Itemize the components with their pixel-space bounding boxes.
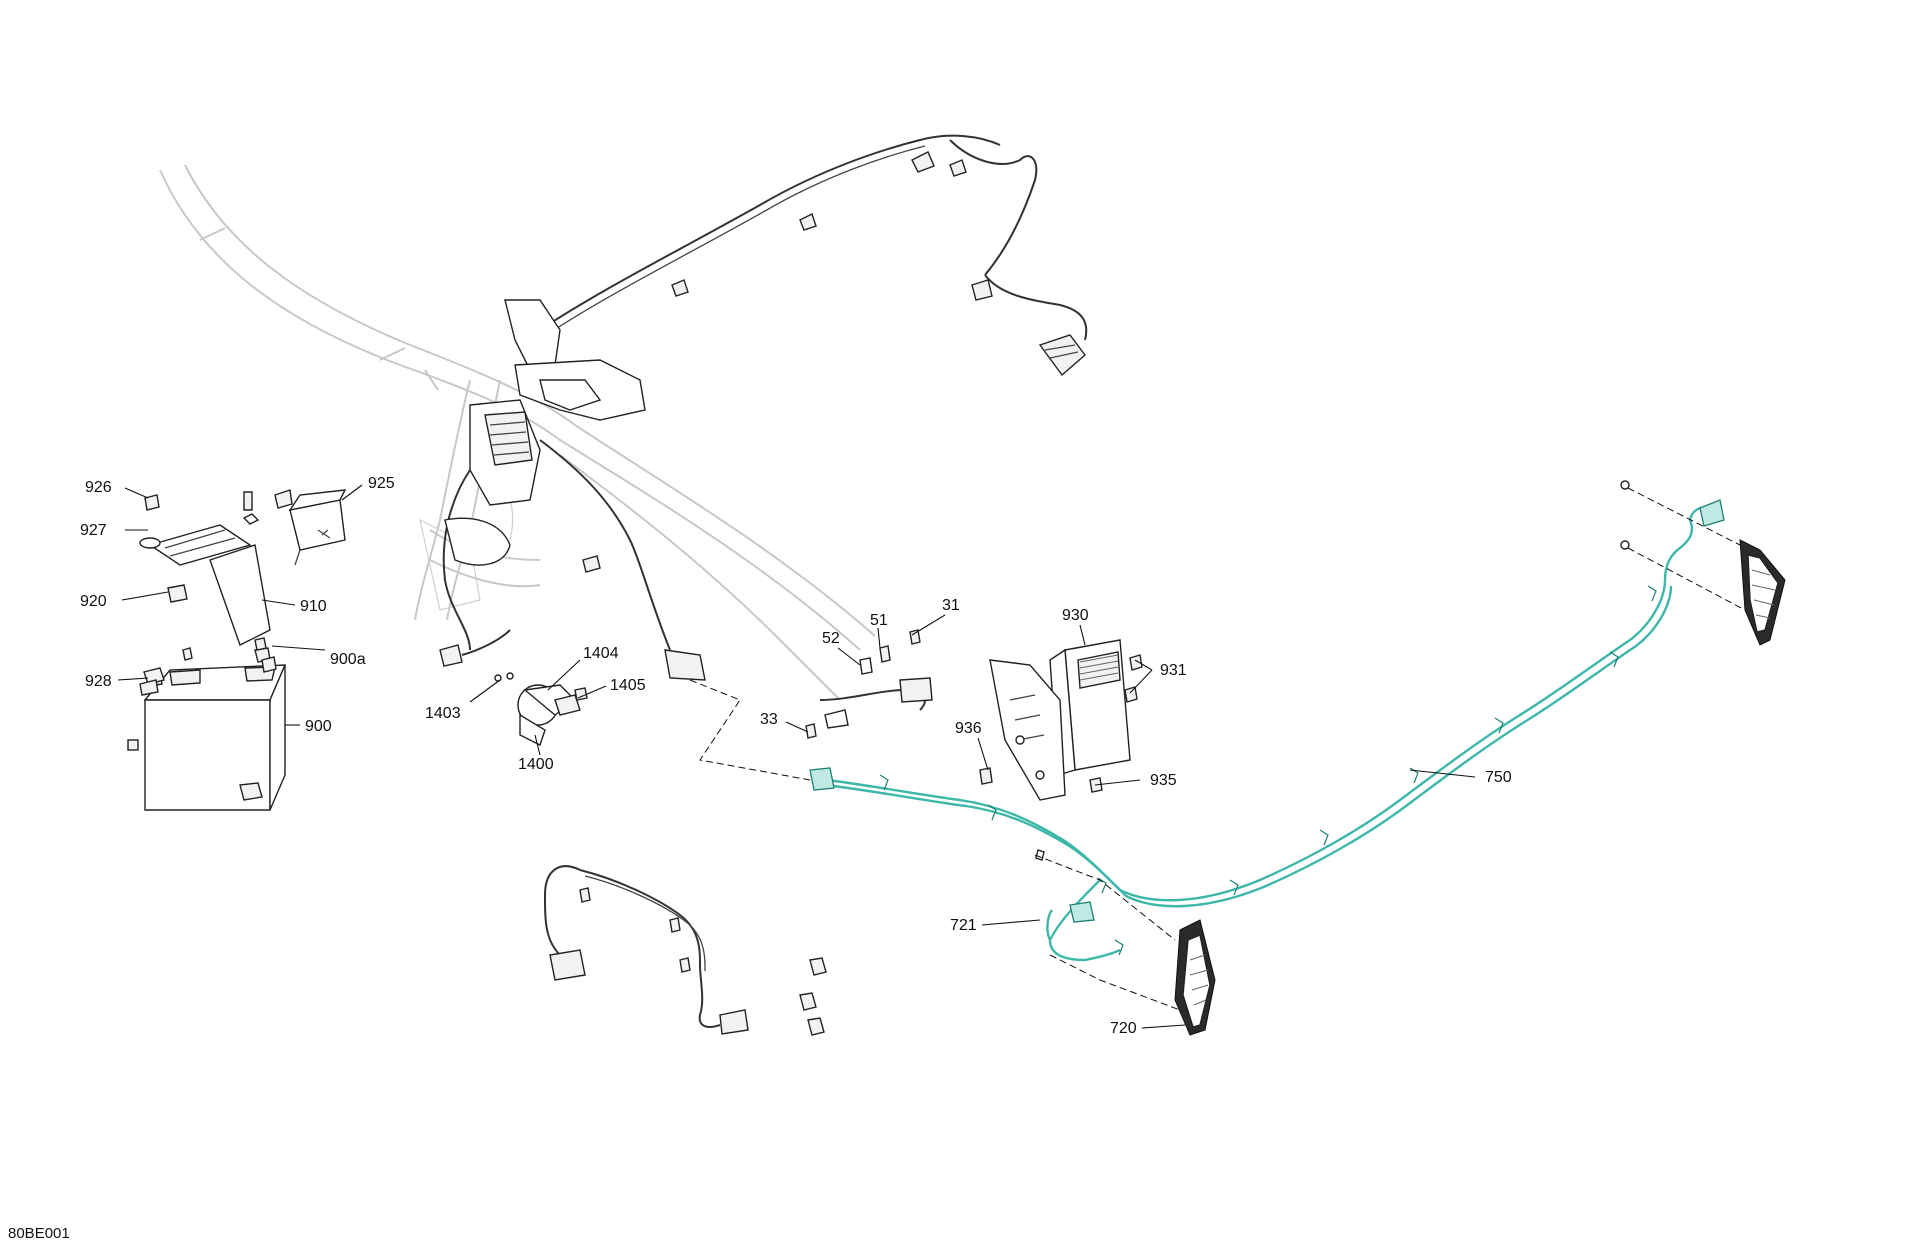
callout-33: 33 xyxy=(760,711,778,728)
light-assemblies xyxy=(1035,480,1786,1036)
lower-harness xyxy=(543,865,827,1036)
callout-900a: 900a xyxy=(330,651,366,668)
callout-51: 51 xyxy=(870,612,888,629)
callout-920: 920 xyxy=(80,593,107,610)
callout-900: 900 xyxy=(305,718,332,735)
callout-930: 930 xyxy=(1062,607,1089,624)
horn-assembly xyxy=(494,672,588,746)
callout-936: 936 xyxy=(955,720,982,737)
callout-721: 721 xyxy=(950,917,977,934)
battery-assembly xyxy=(127,489,347,811)
callout-leaders xyxy=(117,484,1476,1029)
callout-931: 931 xyxy=(1160,662,1187,679)
diagram-code: 80BE001 xyxy=(8,1225,70,1242)
callout-1404: 1404 xyxy=(583,645,619,662)
main-harness xyxy=(439,134,1088,681)
bolts-group xyxy=(805,629,933,739)
callout-1400: 1400 xyxy=(518,756,554,773)
callout-labels: 926 927 925 920 910 900a 928 900 1404 14… xyxy=(8,475,1512,1242)
callout-1405: 1405 xyxy=(610,677,646,694)
callout-52: 52 xyxy=(822,630,840,647)
harness-750 xyxy=(809,499,1725,962)
callout-910: 910 xyxy=(300,598,327,615)
dashed-leaders xyxy=(689,487,1746,1011)
callout-1403: 1403 xyxy=(425,705,461,722)
callout-928: 928 xyxy=(85,673,112,690)
callout-927: 927 xyxy=(80,522,107,539)
callout-925: 925 xyxy=(368,475,395,492)
callout-926: 926 xyxy=(85,479,112,496)
callout-720: 720 xyxy=(1110,1020,1137,1037)
callout-31: 31 xyxy=(942,597,960,614)
module-930 xyxy=(979,639,1143,801)
callout-935: 935 xyxy=(1150,772,1177,789)
callout-750: 750 xyxy=(1485,769,1512,786)
